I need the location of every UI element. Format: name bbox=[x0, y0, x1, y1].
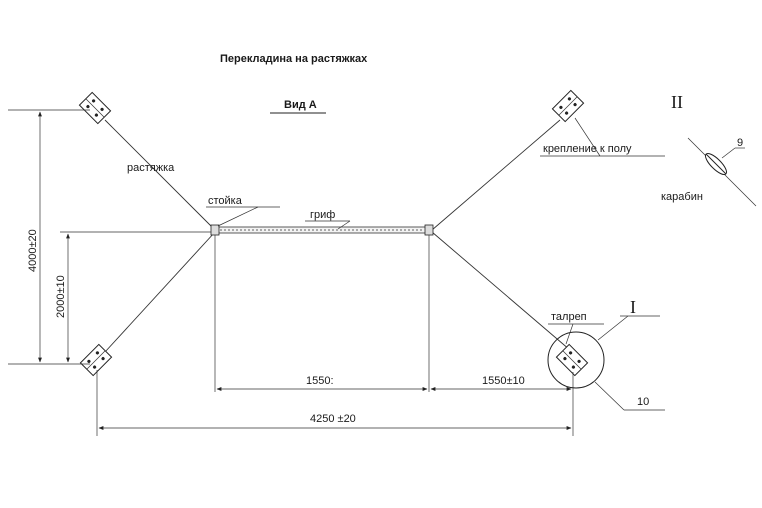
anchor-upper-left bbox=[78, 91, 112, 125]
svg-text:I: I bbox=[630, 297, 636, 317]
svg-text:4250 ±20: 4250 ±20 bbox=[310, 413, 356, 425]
callout-item-9: 9 bbox=[737, 137, 743, 149]
svg-text:стойка: стойка bbox=[208, 195, 243, 207]
label-turnbuckle: талреп bbox=[548, 311, 604, 345]
label-carabiner: карабин bbox=[661, 191, 703, 203]
carabiner-detail: 9 карабин bbox=[661, 137, 757, 207]
svg-text:растяжка: растяжка bbox=[127, 162, 175, 174]
callout-item-10: 10 bbox=[594, 381, 665, 411]
svg-text:крепление к полу: крепление к полу bbox=[543, 143, 632, 155]
svg-text:4000±20: 4000±20 bbox=[27, 229, 39, 272]
bar bbox=[217, 226, 427, 234]
anchor-lower-left bbox=[79, 343, 113, 377]
svg-text:2000±10: 2000±10 bbox=[55, 275, 67, 318]
dimension-total-width: 4250 ±20 bbox=[96, 370, 572, 436]
post-right bbox=[424, 224, 434, 392]
svg-text:1550±10: 1550±10 bbox=[482, 375, 525, 387]
label-guy: растяжка bbox=[127, 162, 175, 174]
label-post: стойка bbox=[206, 195, 280, 227]
drawing-title: Перекладина на растяжках bbox=[220, 53, 368, 65]
post-left bbox=[210, 224, 220, 392]
label-bar: гриф bbox=[305, 209, 351, 230]
dimension-height-total: 4000±20 bbox=[8, 109, 90, 365]
detail-circle-one bbox=[547, 331, 605, 389]
svg-text:талреп: талреп bbox=[551, 311, 587, 323]
guy-wire-lower-right bbox=[431, 231, 571, 351]
guy-wire-upper-right bbox=[431, 119, 561, 231]
callout-roman-one: I bbox=[597, 297, 660, 341]
dimension-right-offset: 1550±10 bbox=[430, 372, 574, 436]
svg-text:гриф: гриф bbox=[310, 209, 335, 221]
view-label: Вид А bbox=[270, 99, 326, 114]
svg-text:1550:: 1550: bbox=[306, 375, 334, 387]
svg-text:10: 10 bbox=[637, 396, 649, 408]
label-floor-mount: крепление к полу bbox=[540, 117, 665, 157]
anchor-lower-right bbox=[555, 343, 589, 377]
anchor-upper-right bbox=[551, 89, 585, 123]
svg-text:Вид А: Вид А bbox=[284, 99, 317, 111]
guy-wires bbox=[104, 119, 571, 353]
dimension-height-post: 2000±10 bbox=[55, 231, 211, 363]
guy-wire-upper-left bbox=[104, 119, 216, 231]
callout-roman-two: II bbox=[671, 92, 683, 112]
guy-wire-lower-left bbox=[104, 231, 216, 353]
dimension-bar-span: 1550: bbox=[216, 375, 428, 391]
